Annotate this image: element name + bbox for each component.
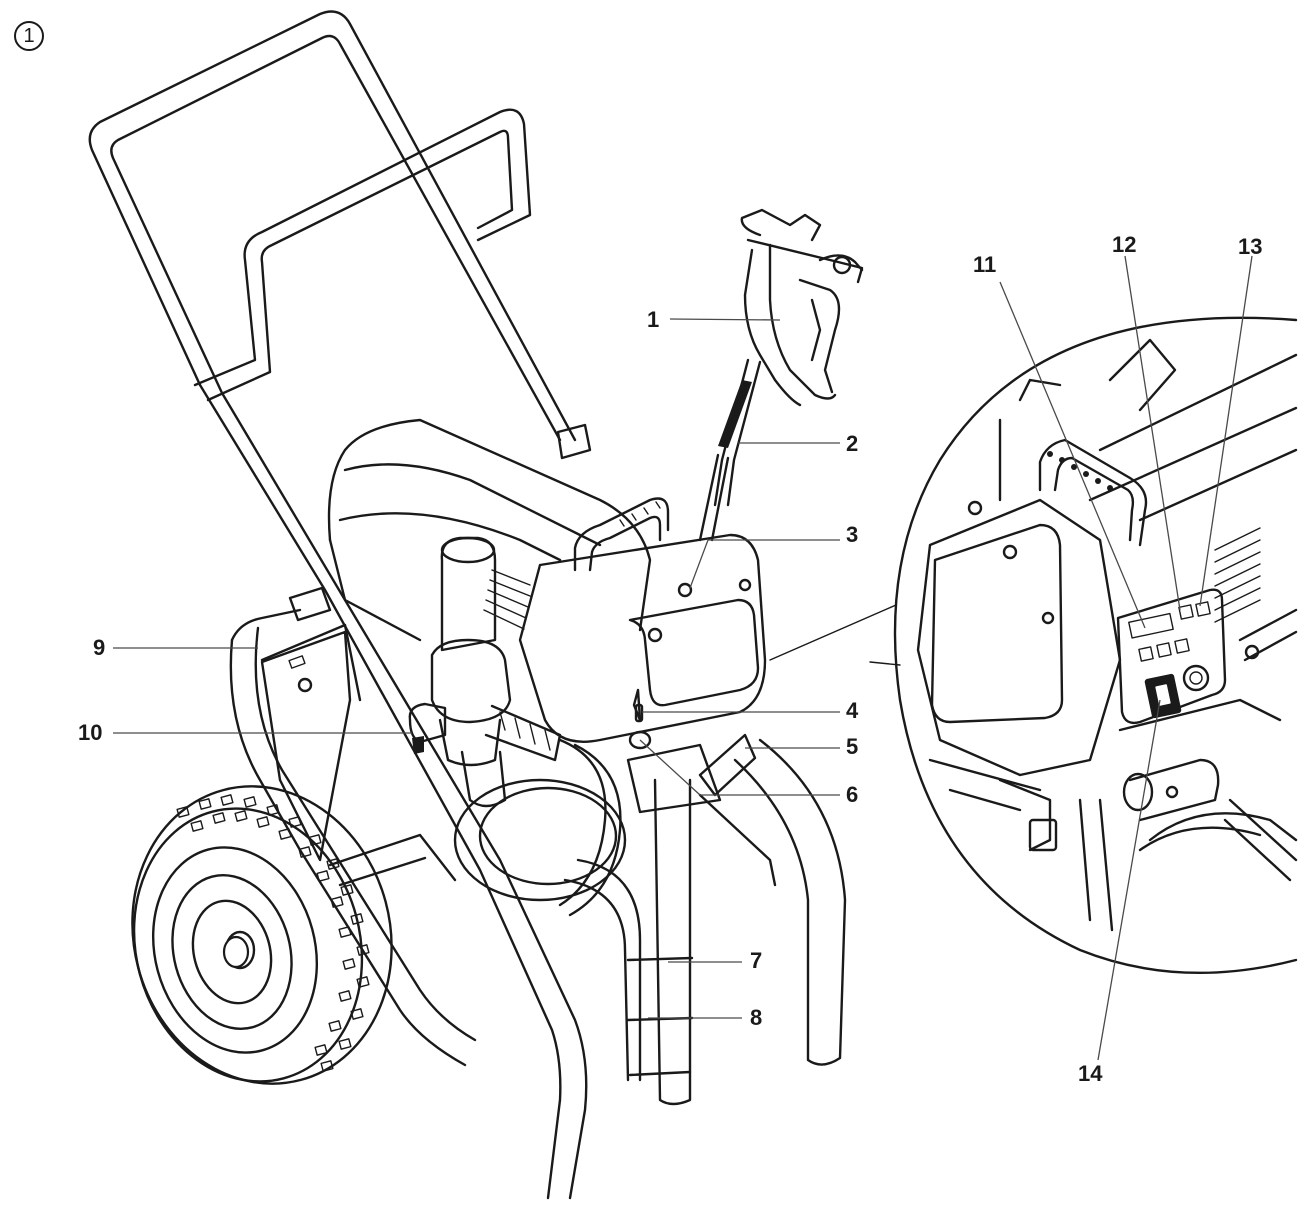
callout-3: 3 (846, 522, 859, 547)
callout-12: 12 (1112, 232, 1137, 257)
motor-housing (327, 418, 767, 743)
cart-handle-rear (88, 10, 577, 442)
callout-4: 4 (846, 698, 859, 723)
callout-6: 6 (846, 782, 859, 807)
spray-gun (698, 208, 864, 542)
figure-number-badge: 1 (14, 21, 44, 51)
callout-13: 13 (1238, 234, 1263, 259)
wheel (131, 785, 393, 1085)
leader-lines (113, 255, 1253, 1061)
cart-handle-front (193, 108, 532, 402)
cart-frame (198, 383, 847, 1200)
callout-2: 2 (846, 431, 859, 456)
detail-inset (769, 316, 1298, 974)
callout-1: 1 (647, 307, 660, 332)
pump-filter-assembly (408, 536, 757, 1106)
callout-14: 14 (1078, 1061, 1103, 1086)
callout-5: 5 (846, 734, 859, 759)
callout-11: 11 (973, 252, 997, 277)
callout-10: 10 (78, 720, 103, 745)
callout-7: 7 (750, 948, 763, 973)
callout-8: 8 (750, 1005, 763, 1030)
callout-9: 9 (93, 635, 106, 660)
